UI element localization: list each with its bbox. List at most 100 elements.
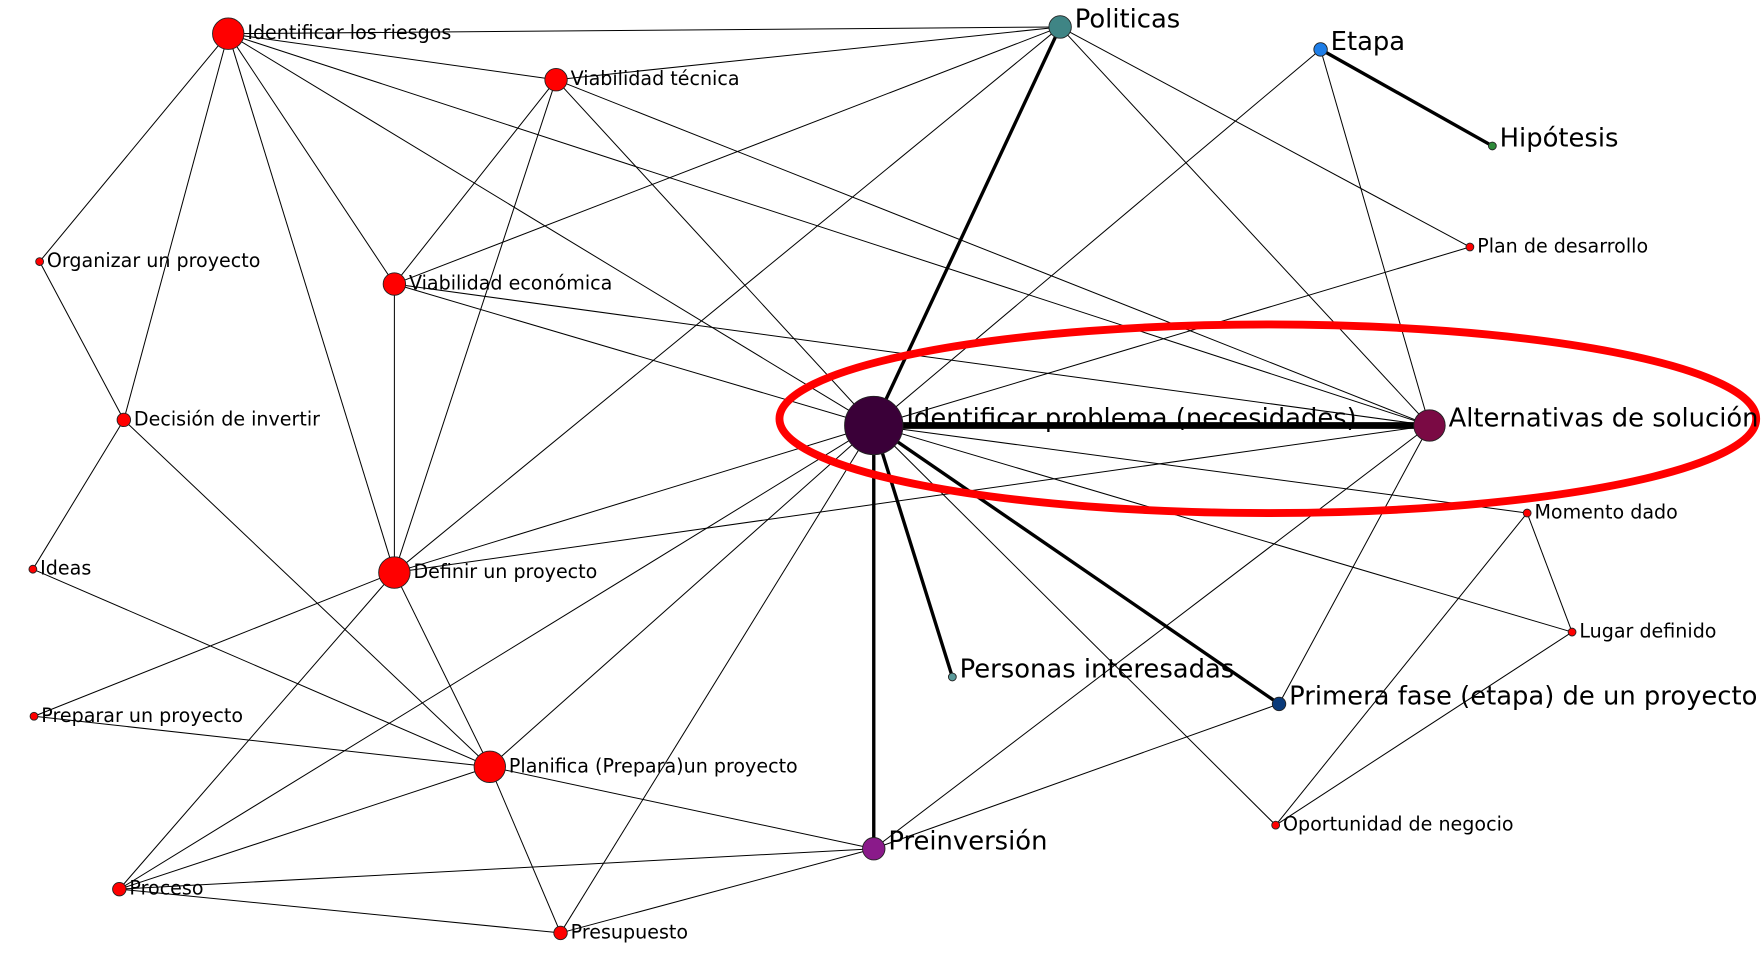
node-etapa[interactable]: Etapa <box>1313 27 1405 57</box>
node-vtecnica[interactable]: Viabilidad técnica <box>544 68 740 92</box>
node-alternativas[interactable]: Alternativas de solución <box>1413 403 1759 442</box>
node-marker[interactable] <box>544 68 568 92</box>
node-marker[interactable] <box>1522 508 1532 518</box>
node-label: Lugar definido <box>1579 621 1716 643</box>
edge-planifica-preinversion <box>489 766 874 850</box>
edge-problema-presupuesto <box>560 425 875 934</box>
node-problema[interactable]: Identificar problema (necesidades) <box>844 395 1357 456</box>
edge-vtecnica-definir <box>393 79 557 573</box>
node-definir[interactable]: Definir un proyecto <box>378 556 598 589</box>
node-marker[interactable] <box>212 17 245 50</box>
edge-vtecnica-problema <box>555 79 875 426</box>
edges-layer <box>32 26 1573 934</box>
node-marker[interactable] <box>862 837 886 861</box>
node-label: Primera fase (etapa) de un proyecto <box>1289 682 1757 712</box>
node-label: Ideas <box>40 558 91 580</box>
node-marker[interactable] <box>28 564 38 574</box>
node-label: Planifica (Prepara)un proyecto <box>509 755 798 777</box>
node-marker[interactable] <box>378 556 411 589</box>
node-primera[interactable]: Primera fase (etapa) de un proyecto <box>1271 682 1757 712</box>
edge-problema-momento <box>873 424 1528 514</box>
node-label: Etapa <box>1331 27 1405 57</box>
node-marker[interactable] <box>1413 409 1446 442</box>
node-label: Preparar un proyecto <box>41 705 243 727</box>
edge-riesgos-politicas <box>228 26 1061 35</box>
node-politicas[interactable]: Politicas <box>1048 5 1181 39</box>
node-label: Identificar problema (necesidades) <box>906 403 1356 433</box>
edge-politicas-veconomica <box>394 26 1061 285</box>
node-oportunidad[interactable]: Oportunidad de negocio <box>1271 814 1514 836</box>
node-label: Viabilidad económica <box>409 273 612 295</box>
edge-momento-lugar <box>1526 512 1573 633</box>
node-proceso[interactable]: Proceso <box>112 878 204 900</box>
edge-momento-oportunidad <box>1275 512 1528 826</box>
edge-politicas-problema <box>872 26 1062 427</box>
edge-definir-planifica <box>393 572 491 768</box>
node-hipotesis[interactable]: Hipótesis <box>1487 124 1619 154</box>
node-planifica[interactable]: Planifica (Prepara)un proyecto <box>473 750 798 783</box>
edge-riesgos-problema <box>227 33 875 426</box>
edge-planifica-presupuesto <box>489 766 562 934</box>
node-label: Hipótesis <box>1500 124 1619 154</box>
node-lugar[interactable]: Lugar definido <box>1567 621 1716 643</box>
edge-vtecnica-politicas <box>555 26 1061 81</box>
edge-riesgos-vtecnica <box>228 33 557 81</box>
node-label: Plan de desarrollo <box>1477 235 1648 257</box>
node-marker[interactable] <box>947 672 957 682</box>
edge-riesgos-decision <box>123 33 229 421</box>
node-presupuesto[interactable]: Presupuesto <box>553 921 688 943</box>
node-label: Decisión de invertir <box>134 408 320 430</box>
node-preparar[interactable]: Preparar un proyecto <box>29 705 243 727</box>
edge-presupuesto-preinversion <box>560 848 874 934</box>
node-veconomica[interactable]: Viabilidad económica <box>382 272 612 296</box>
edge-alternativas-primera <box>1278 425 1430 705</box>
edge-proceso-presupuesto <box>119 888 561 934</box>
node-decision[interactable]: Decisión de invertir <box>116 408 320 430</box>
node-marker[interactable] <box>382 272 407 296</box>
node-marker[interactable] <box>1048 15 1072 39</box>
edge-ideas-planifica <box>32 568 491 768</box>
node-preinversion[interactable]: Preinversión <box>862 826 1048 861</box>
node-plan[interactable]: Plan de desarrollo <box>1465 235 1648 257</box>
node-marker[interactable] <box>29 711 39 721</box>
node-label: Presupuesto <box>571 921 688 943</box>
node-marker[interactable] <box>1567 627 1577 637</box>
edge-problema-definir <box>394 425 874 574</box>
node-marker[interactable] <box>1313 42 1328 57</box>
node-marker[interactable] <box>1465 242 1475 252</box>
edge-alternativas-definir <box>394 424 1430 574</box>
node-personas[interactable]: Personas interesadas <box>947 655 1234 685</box>
node-marker[interactable] <box>1271 820 1281 830</box>
edge-problema-personas <box>872 424 954 678</box>
edge-organizar-decision <box>39 261 125 421</box>
node-label: Preinversión <box>888 826 1047 856</box>
node-label: Proceso <box>129 878 203 900</box>
edge-politicas-definir <box>394 26 1061 573</box>
edge-problema-planifica <box>489 425 875 768</box>
edge-politicas-plan <box>1059 26 1471 248</box>
node-marker[interactable] <box>553 925 568 941</box>
edge-definir-preparar <box>33 572 395 717</box>
node-marker[interactable] <box>473 750 506 783</box>
edge-etapa-problema <box>873 49 1321 426</box>
node-riesgos[interactable]: Identificar los riesgos <box>212 17 452 50</box>
node-organizar[interactable]: Organizar un proyecto <box>35 250 261 272</box>
edge-problema-lugar <box>873 425 1573 633</box>
node-ideas[interactable]: Ideas <box>28 558 91 580</box>
node-marker[interactable] <box>116 412 132 428</box>
node-label: Politicas <box>1075 5 1181 35</box>
node-label: Definir un proyecto <box>413 561 597 583</box>
node-label: Viabilidad técnica <box>571 68 740 90</box>
node-label: Identificar los riesgos <box>247 22 451 44</box>
node-label: Momento dado <box>1534 502 1677 524</box>
node-momento[interactable]: Momento dado <box>1522 502 1678 524</box>
node-label: Organizar un proyecto <box>47 250 260 272</box>
node-marker[interactable] <box>35 257 45 266</box>
node-marker[interactable] <box>1271 696 1287 712</box>
node-marker[interactable] <box>112 881 127 897</box>
node-marker[interactable] <box>1487 141 1497 151</box>
edge-etapa-alternativas <box>1320 49 1430 426</box>
node-marker[interactable] <box>844 395 904 456</box>
